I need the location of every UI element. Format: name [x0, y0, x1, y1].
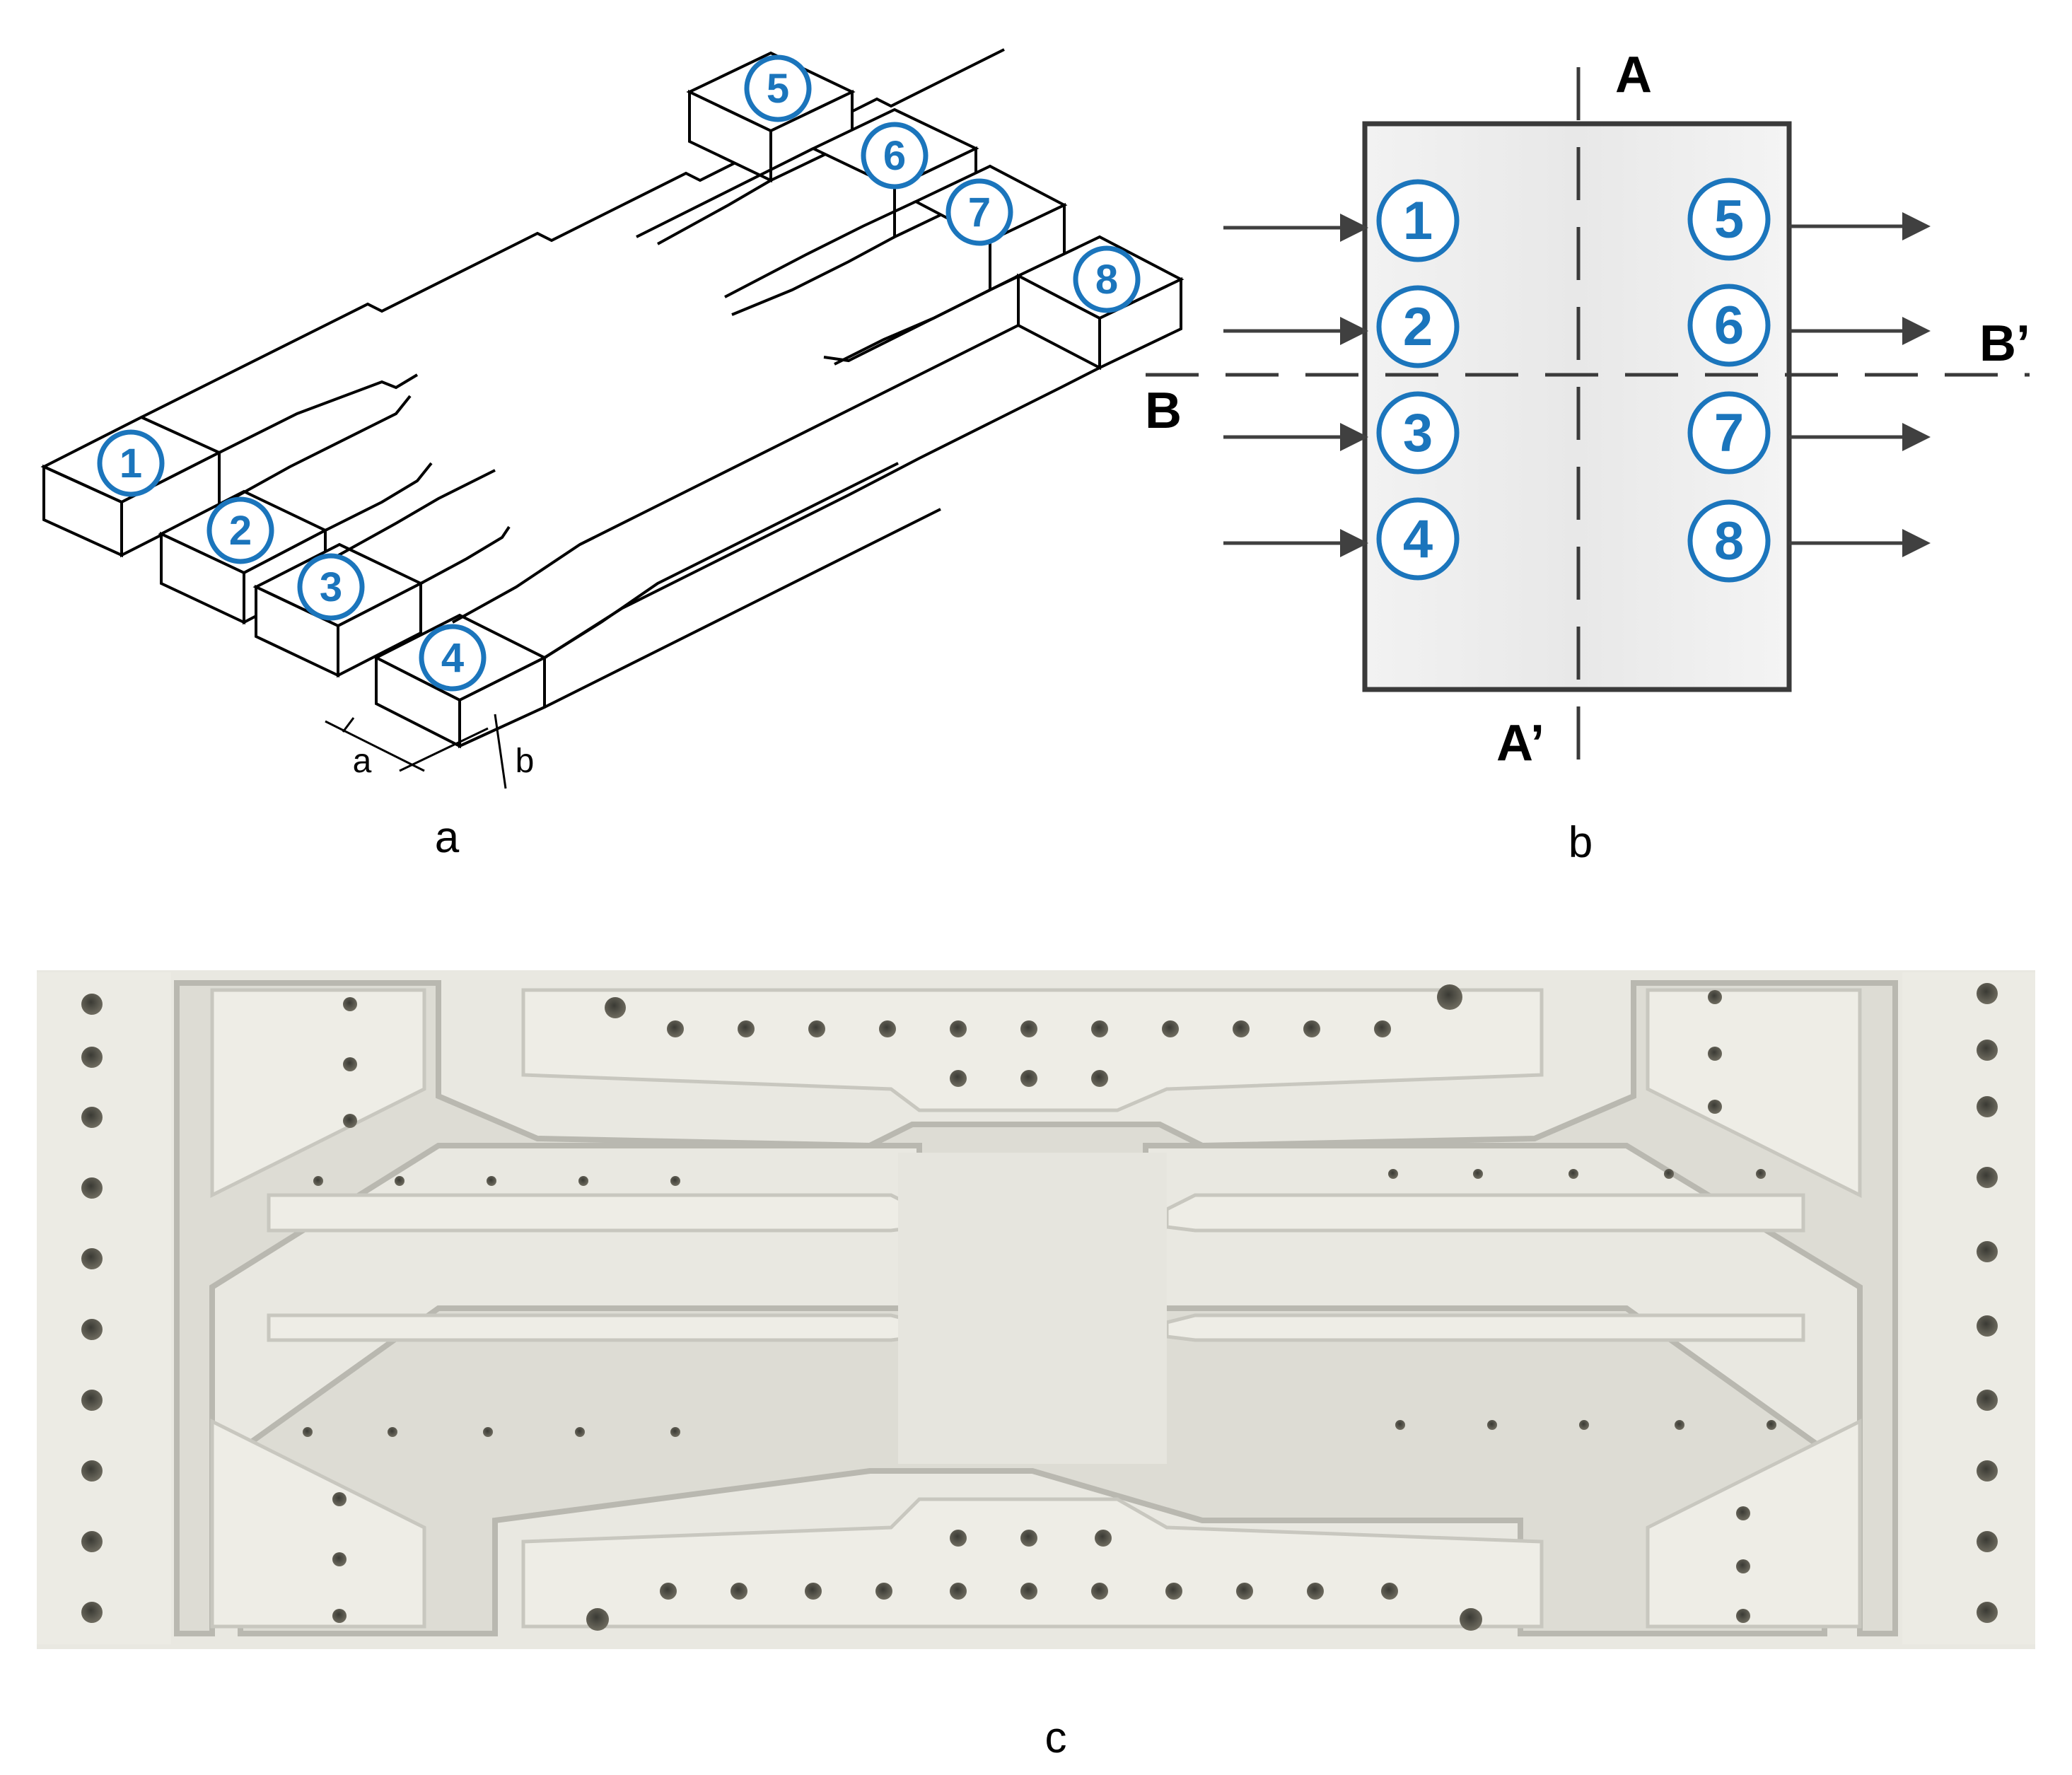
svg-text:1: 1: [1403, 191, 1433, 251]
svg-text:7: 7: [1714, 403, 1744, 463]
port-badge-b-4: 4: [1376, 497, 1460, 581]
panel-b-caption: b: [1568, 818, 1593, 867]
section-label-a-prime: A’: [1496, 715, 1544, 772]
panel-a-isometric-model: a b 1 2 3 4 5 6 7 8 a: [40, 48, 1185, 862]
section-label-b-prime: B’: [1979, 315, 2030, 372]
port-badge-a-6: 6: [861, 122, 929, 190]
port-badge-a-1: 1: [97, 429, 165, 497]
svg-text:5: 5: [767, 66, 789, 112]
svg-text:6: 6: [883, 133, 906, 179]
left-rail: [37, 972, 171, 1644]
port-badge-a-3: 3: [297, 553, 365, 621]
rail-holes-right: [1977, 983, 1998, 1623]
bottom-land-holes: [586, 1530, 1482, 1631]
port-badge-a-5: 5: [744, 54, 812, 122]
svg-text:8: 8: [1714, 511, 1744, 571]
central-chamber: [898, 1153, 1167, 1464]
section-label-a: A: [1615, 47, 1652, 103]
right-rail: [1902, 972, 2035, 1644]
svg-text:4: 4: [1403, 509, 1433, 569]
svg-text:4: 4: [441, 635, 464, 681]
channel-1-5: [141, 48, 1005, 454]
panel-a-caption: a: [435, 813, 460, 862]
svg-text:2: 2: [229, 508, 252, 554]
svg-text:1: 1: [120, 441, 142, 487]
svg-text:3: 3: [1403, 403, 1433, 463]
svg-text:2: 2: [1403, 297, 1433, 357]
raised-lands: [210, 988, 1862, 1629]
port-badge-a-2: 2: [206, 496, 274, 564]
svg-text:8: 8: [1095, 257, 1118, 303]
svg-text:7: 7: [968, 190, 991, 235]
port-badge-b-8: 8: [1687, 499, 1771, 583]
block-port-3: [252, 469, 511, 678]
panel-c-caption: c: [1045, 1713, 1067, 1762]
port-badge-b-6: 6: [1687, 284, 1771, 367]
port-badge-b-3: 3: [1376, 391, 1460, 475]
dimension-marks: [325, 714, 507, 789]
port-badge-b-2: 2: [1376, 285, 1460, 368]
rail-holes-left: [81, 994, 103, 1623]
panel-c-photo: c: [37, 970, 2035, 1762]
port-badge-a-7: 7: [945, 178, 1013, 246]
section-label-b: B: [1145, 383, 1182, 439]
svg-text:5: 5: [1714, 190, 1744, 250]
dimension-label-b: b: [516, 743, 535, 780]
port-badge-a-8: 8: [1073, 245, 1141, 313]
dimension-label-a: a: [353, 743, 372, 780]
top-land-holes: [605, 984, 1462, 1087]
port-badge-b-5: 5: [1687, 178, 1771, 261]
svg-text:6: 6: [1714, 296, 1744, 356]
svg-text:3: 3: [320, 564, 342, 610]
port-badge-a-4: 4: [419, 624, 487, 692]
port-badge-b-7: 7: [1687, 391, 1771, 475]
side-land-holes: [303, 990, 1776, 1623]
panel-b-schematic: 1 2 3 4 5 6 7 8 A A’ B B’ b: [1145, 47, 2030, 867]
port-badge-b-1: 1: [1376, 179, 1460, 262]
